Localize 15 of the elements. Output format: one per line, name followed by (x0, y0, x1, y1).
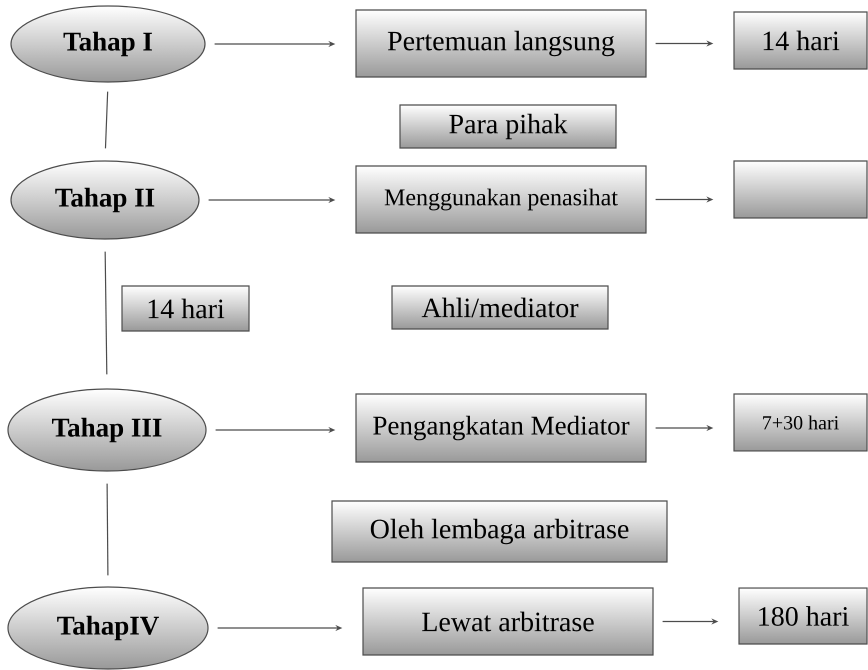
process-box: Pertemuan langsung (355, 9, 647, 78)
process-box: 14 hari (733, 11, 868, 70)
process-box: Lewat arbitrase (362, 587, 654, 656)
process-box: Pengangkatan Mediator (355, 393, 647, 463)
process-box: 14 hari (121, 285, 250, 332)
process-box: Oleh lembaga arbitrase (331, 500, 668, 563)
connector-line (106, 484, 108, 576)
process-box: 180 hari (738, 587, 868, 645)
process-box: Para pihak (399, 104, 617, 149)
empty-box (733, 160, 868, 219)
process-box: Ahli/mediator (391, 285, 609, 330)
connector-line (104, 92, 108, 148)
process-box: 7+30 hari (733, 393, 868, 452)
connector-line (104, 252, 108, 374)
process-box: Menggunakan penasihat (355, 165, 647, 234)
